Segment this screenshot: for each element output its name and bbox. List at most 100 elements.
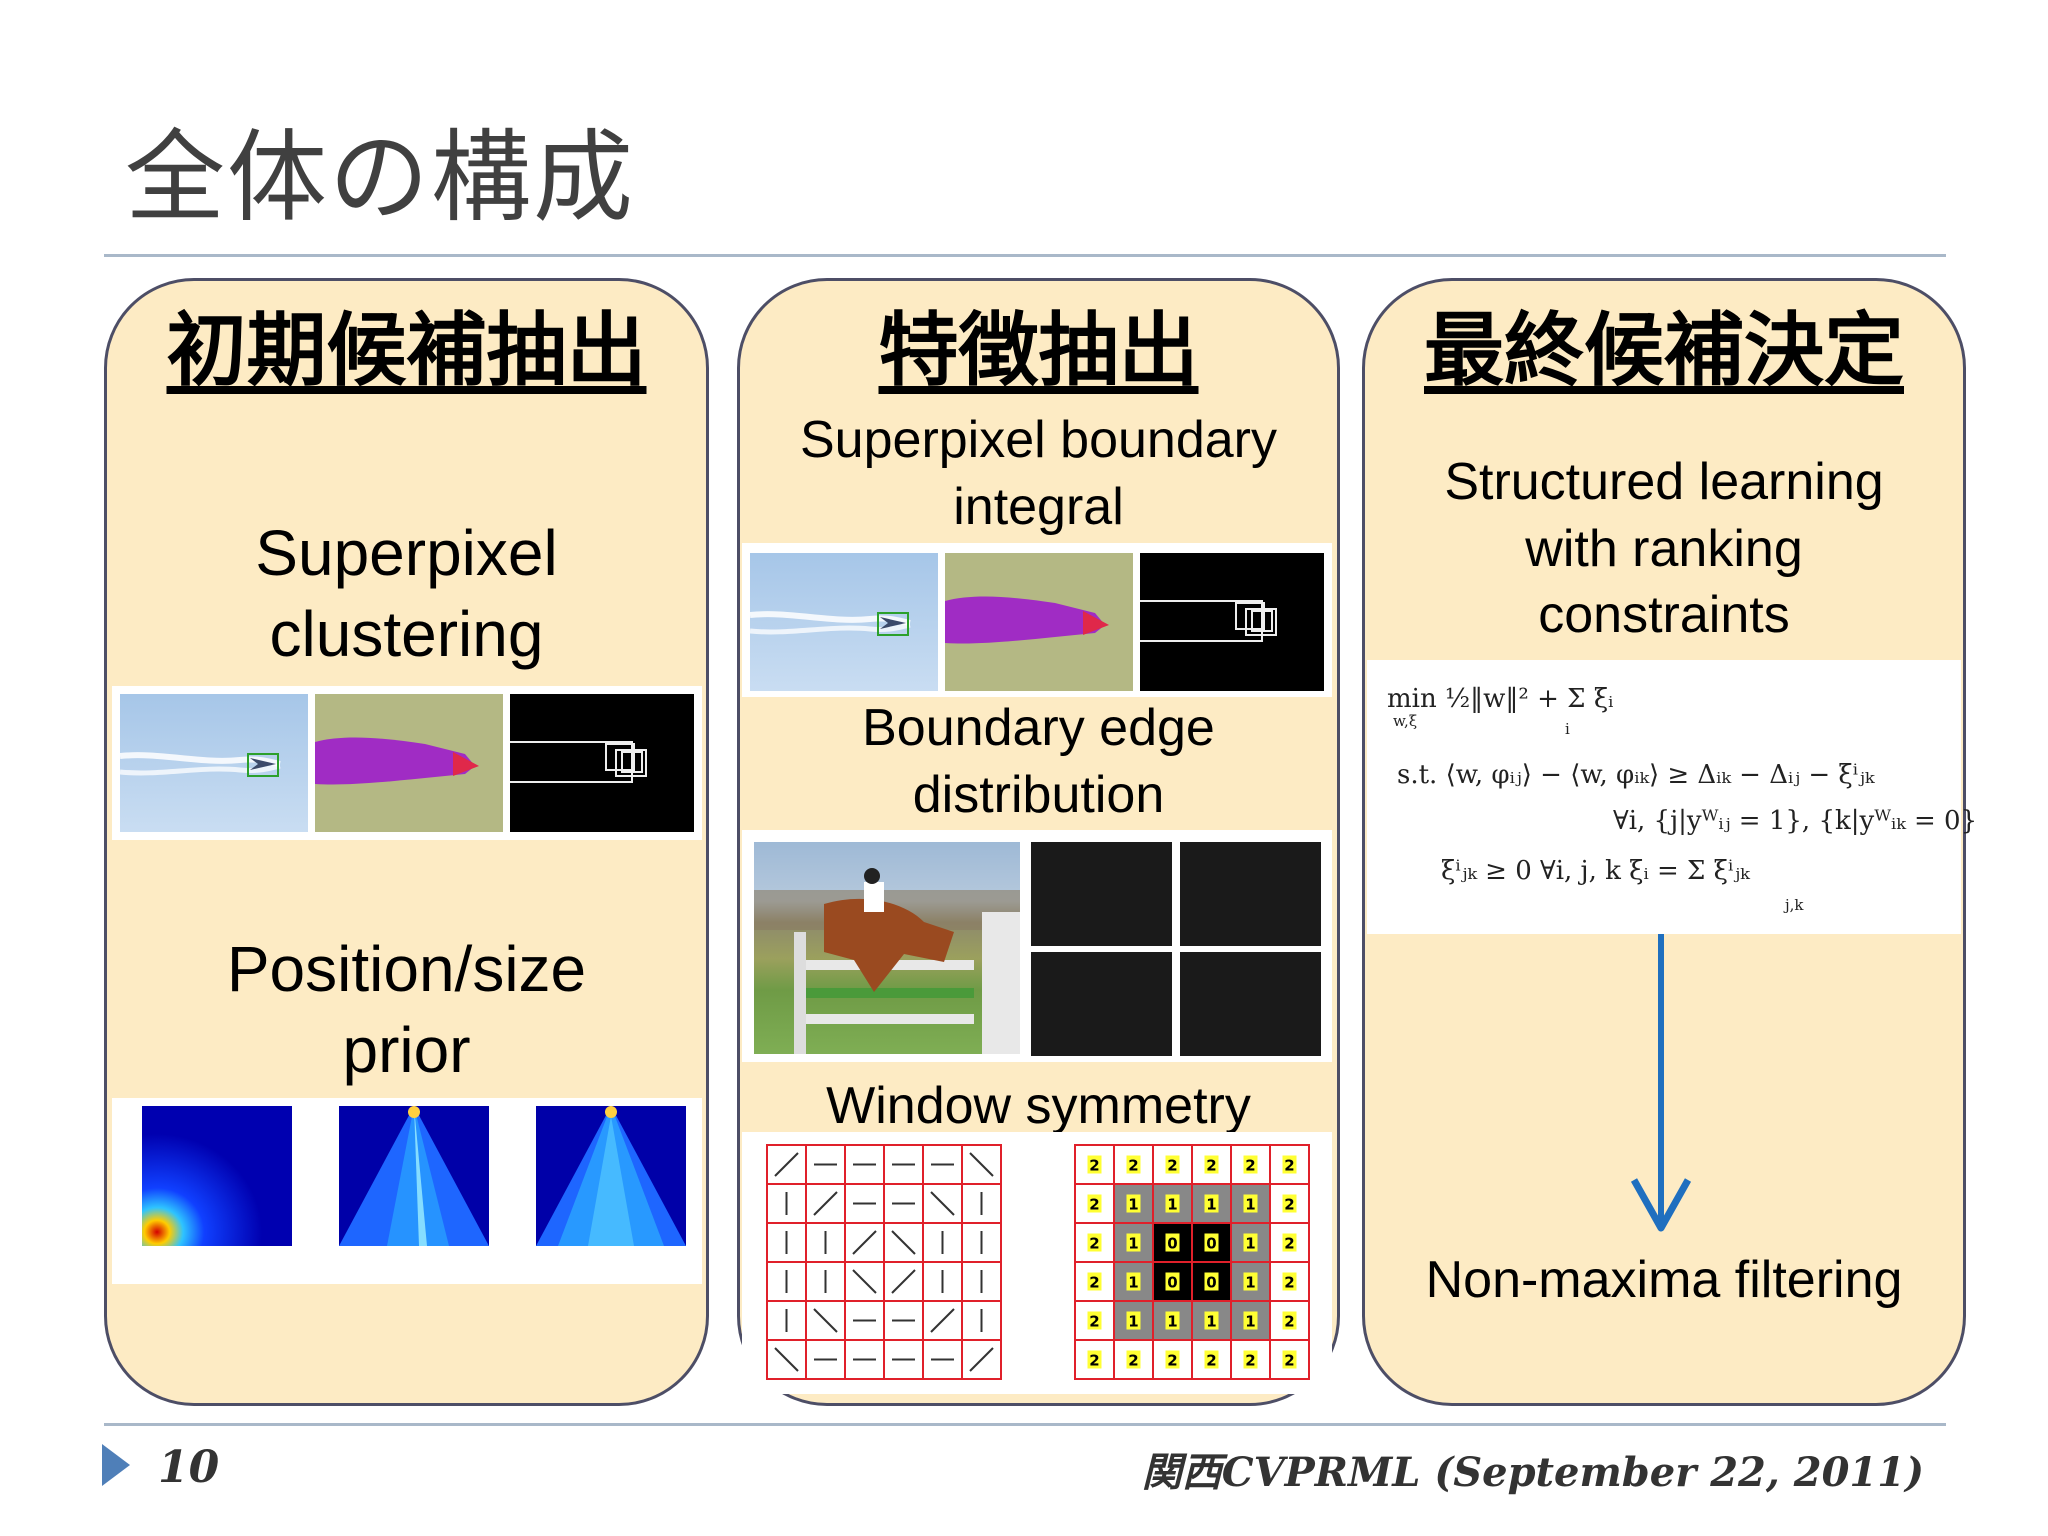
number-badge [1243,1233,1258,1252]
panel-heading: 特徴抽出 [878,304,1199,397]
number-badge [1165,1194,1180,1213]
number-badge [1204,1311,1219,1330]
number-badge [1204,1272,1219,1291]
number-grid-value: 2 [1167,1352,1177,1370]
formula-sub-2: i [1565,720,1570,738]
formula-line-3: ∀i, {j|yᵂᵢⱼ = 1}, {k|yᵂᵢₖ = 0} [1613,806,1978,836]
grid-orientation-mark [969,1152,994,1177]
number-badge [1204,1194,1219,1213]
number-grid-value: 2 [1089,1352,1099,1370]
number-badge [1204,1233,1219,1252]
number-badge [1165,1272,1180,1291]
grid-cell [961,1339,1002,1380]
grid-orientation-mark [852,1230,877,1255]
grid-orientation-mark [852,1269,877,1294]
number-badge [1282,1194,1297,1213]
number-grid-value: 1 [1128,1313,1138,1331]
edge-map-1 [1031,842,1172,946]
number-grid-value: 0 [1167,1235,1177,1253]
superpixel-clustering-label: Superpixel clustering [255,517,558,671]
formula-line-2: s.t. ⟨w, φᵢⱼ⟩ − ⟨w, φᵢₖ⟩ ≥ Δᵢₖ − Δᵢⱼ − ξ… [1397,760,1875,790]
number-grid-cell [1113,1300,1154,1341]
number-grid-value: 2 [1245,1157,1255,1175]
number-grid-value: 2 [1089,1313,1099,1331]
number-badge [1165,1350,1180,1369]
number-grid-value: 2 [1245,1352,1255,1370]
number-badge [1126,1311,1141,1330]
structured-learning-label: Structured learning with ranking constra… [1444,453,1884,645]
grid-orientation-mark [774,1347,799,1372]
number-badge [1087,1272,1102,1291]
number-grid-value: 2 [1089,1196,1099,1214]
number-grid-value: 2 [1284,1235,1294,1253]
number-grid-value: 1 [1206,1313,1216,1331]
number-grid-value: 2 [1284,1352,1294,1370]
number-grid-value: 1 [1245,1196,1255,1214]
panel-heading: 初期候補抽出 [166,304,647,397]
panel-heading: 最終候補決定 [1424,304,1904,397]
edge-map-3 [1031,952,1172,1056]
number-grid-value: 1 [1128,1196,1138,1214]
grid-orientation-mark [930,1191,955,1216]
number-badge [1243,1155,1258,1174]
number-grid-value: 1 [1128,1274,1138,1292]
formula-line-1: min ½‖w‖² + Σ ξᵢ [1387,684,1614,714]
number-badge [1165,1233,1180,1252]
number-grid-value: 2 [1206,1352,1216,1370]
number-badge [1282,1155,1297,1174]
superpixel-segmentation-image [945,553,1133,691]
number-badge [1282,1272,1297,1291]
boundary-integral-strip [742,543,1332,697]
number-grid-value: 2 [1089,1157,1099,1175]
number-grid-value: 1 [1245,1274,1255,1292]
grid-orientation-mark [891,1230,916,1255]
position-size-prior-label: Position/size prior [226,933,587,1087]
number-badge [1126,1233,1141,1252]
number-grid-value: 2 [1167,1157,1177,1175]
heatmap-size [130,1106,298,1256]
non-maxima-label: Non-maxima filtering [1425,1251,1903,1309]
boundary-edge-strip [742,830,1332,1062]
formula-sub-1: w,ξ [1393,712,1418,730]
number-grid-value: 2 [1089,1235,1099,1253]
number-badge [1087,1311,1102,1330]
boundary-box-image [510,694,694,832]
grid-orientation-mark [891,1269,916,1294]
number-badge [1087,1233,1102,1252]
formula-sub-3: j,k [1785,896,1804,914]
number-badge [1204,1155,1219,1174]
number-grid-value: 1 [1128,1235,1138,1253]
number-grid-value: 2 [1284,1274,1294,1292]
number-grid-value: 2 [1128,1157,1138,1175]
page-number: 10 [158,1442,220,1493]
down-arrow [1658,934,1664,1226]
number-badge [1282,1350,1297,1369]
airplane-image [120,752,281,777]
horse-jump-photo [754,842,1020,1054]
number-badge [1087,1194,1102,1213]
number-badge [1126,1194,1141,1213]
number-badge [1282,1233,1297,1252]
number-badge [1126,1155,1141,1174]
grid-orientation-mark [774,1152,799,1177]
number-grid-value: 0 [1206,1274,1216,1292]
number-grid-cell [1269,1339,1310,1380]
number-badge [1165,1155,1180,1174]
grid-orientation-mark [930,1308,955,1333]
number-grid-value: 0 [1206,1235,1216,1253]
number-badge [1126,1272,1141,1291]
number-grid-value: 2 [1284,1196,1294,1214]
title-rule [104,254,1946,257]
window-symmetry-label: Window symmetry [826,1077,1251,1135]
number-badge [1282,1311,1297,1330]
arrow-head-icon [1630,1178,1692,1232]
number-grid-value: 1 [1167,1313,1177,1331]
footer-text: 関西CVPRML (September 22, 2011) [1141,1449,1924,1496]
number-badge [1126,1350,1141,1369]
edge-map-4 [1180,952,1321,1056]
formula-line-4: ξⁱⱼₖ ≥ 0 ∀i, j, k ξᵢ = Σ ξⁱⱼₖ [1441,856,1750,886]
number-badge [1243,1194,1258,1213]
number-badge [1243,1350,1258,1369]
